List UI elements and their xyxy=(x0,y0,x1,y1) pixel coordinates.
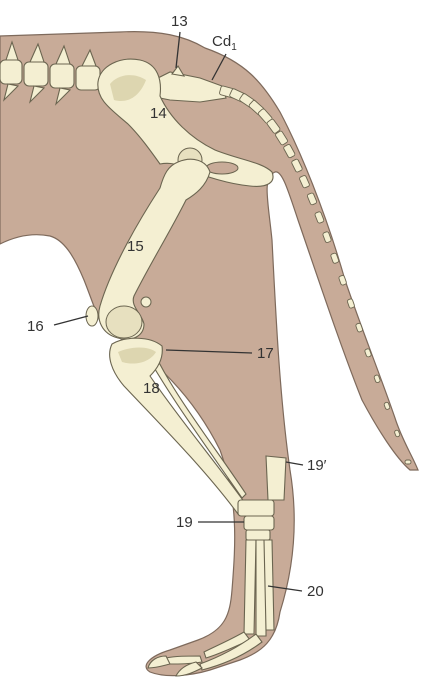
metatarsal xyxy=(264,540,274,630)
label-19-text: 19 xyxy=(176,514,193,531)
lumbar-vertebra xyxy=(0,60,22,84)
label-19-prime: 19′ xyxy=(286,457,327,474)
label-15: 15 xyxy=(127,238,144,255)
lumbar-vertebra xyxy=(50,64,74,88)
lumbar-vertebra xyxy=(76,66,100,90)
label-18: 18 xyxy=(143,380,160,397)
label-13-text: 13 xyxy=(171,13,188,30)
label-17-text: 17 xyxy=(257,345,274,362)
obturator-foramen xyxy=(206,162,238,174)
label-20-text: 20 xyxy=(307,583,324,600)
fabella xyxy=(141,297,151,307)
tarsal-bone xyxy=(238,500,274,516)
tarsal-bone xyxy=(246,530,270,540)
calcaneus xyxy=(266,456,286,500)
label-cd1-text: Cd1 xyxy=(212,33,237,53)
body-silhouette xyxy=(0,32,418,676)
label-19-prime-text: 19′ xyxy=(307,457,327,474)
metatarsal xyxy=(244,540,256,634)
tarsal-bone xyxy=(244,516,274,530)
label-16-text: 16 xyxy=(27,318,44,335)
femoral-condyle xyxy=(106,306,142,338)
label-16-leader xyxy=(54,316,88,325)
label-16: 16 xyxy=(27,316,88,335)
caudal-vertebra xyxy=(405,460,411,464)
lumbar-vertebra xyxy=(24,62,48,86)
label-14: 14 xyxy=(150,105,167,122)
